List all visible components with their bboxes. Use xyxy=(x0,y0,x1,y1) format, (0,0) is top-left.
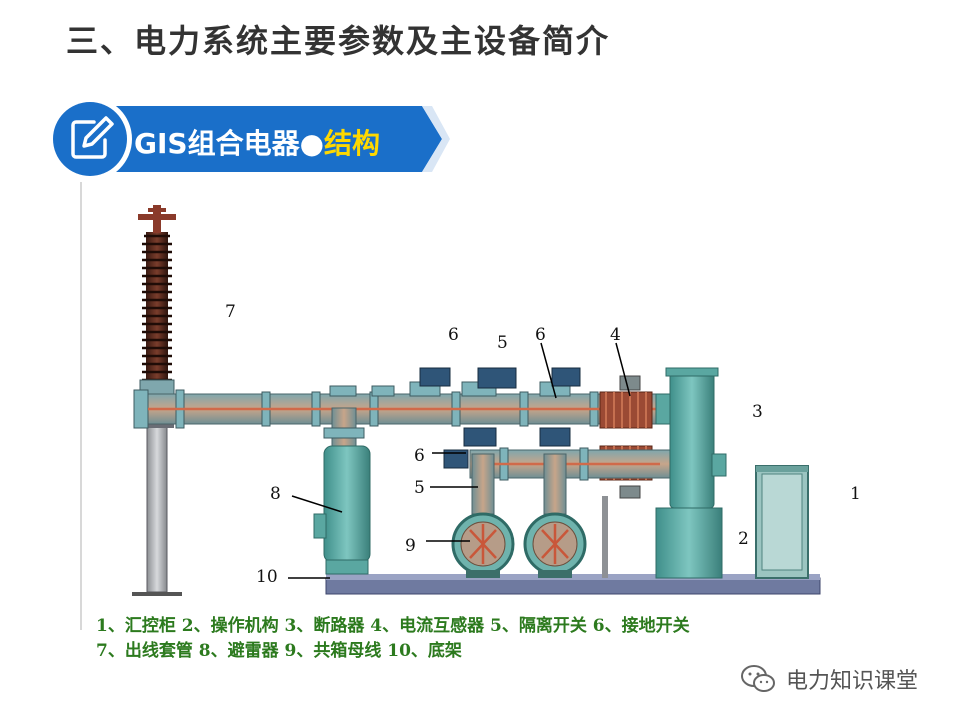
common-tank-bus xyxy=(451,512,587,578)
section-ribbon xyxy=(50,97,450,181)
section-heading: GIS组合电器●结构 xyxy=(134,122,380,162)
main-bus-upper xyxy=(133,389,671,429)
callout-10: 10 xyxy=(256,567,278,587)
callout-9: 9 xyxy=(405,536,416,556)
outgoing-bushing xyxy=(138,205,176,422)
legend-line-2: 7、出线套管 8、避雷器 9、共箱母线 10、底架 xyxy=(96,641,462,661)
wechat-icon xyxy=(741,665,775,692)
callout-7: 7 xyxy=(225,302,236,322)
callout-3: 3 xyxy=(752,402,763,422)
section-heading-suffix: 结构 xyxy=(324,127,381,160)
watermark-text: 电力知识课堂 xyxy=(786,669,919,694)
callout-2: 2 xyxy=(738,529,749,549)
callout-5a: 5 xyxy=(497,333,508,353)
watermark: 电力知识课堂 xyxy=(740,662,918,696)
callout-6a: 6 xyxy=(448,325,459,345)
main-bus-lower xyxy=(469,447,671,481)
legend-line-1: 1、汇控柜 2、操作机构 3、断路器 4、电流互感器 5、隔离开关 6、接地开关 xyxy=(96,616,690,636)
base-frame xyxy=(325,577,821,595)
callout-5b: 5 xyxy=(414,478,425,498)
current-transformer xyxy=(599,375,653,499)
base-frame-top xyxy=(326,574,820,580)
operating-mechanism xyxy=(655,507,723,579)
edit-icon xyxy=(71,116,114,159)
callout-6c: 6 xyxy=(414,446,425,466)
callout-6b: 6 xyxy=(535,325,546,345)
circuit-breaker xyxy=(655,367,727,509)
section-bullet: ● xyxy=(299,127,325,160)
page-title: 三、电力系统主要参数及主设备简介 xyxy=(66,22,611,60)
callout-1: 1 xyxy=(850,484,861,504)
section-heading-prefix: GIS组合电器 xyxy=(134,127,300,160)
control-cabinet xyxy=(755,465,809,579)
surge-arrester xyxy=(313,445,371,575)
divider-line xyxy=(80,182,82,630)
callout-8: 8 xyxy=(270,484,281,504)
callout-4: 4 xyxy=(610,325,621,345)
earthing-switch-heads xyxy=(419,367,581,469)
bushing-support xyxy=(146,425,168,593)
